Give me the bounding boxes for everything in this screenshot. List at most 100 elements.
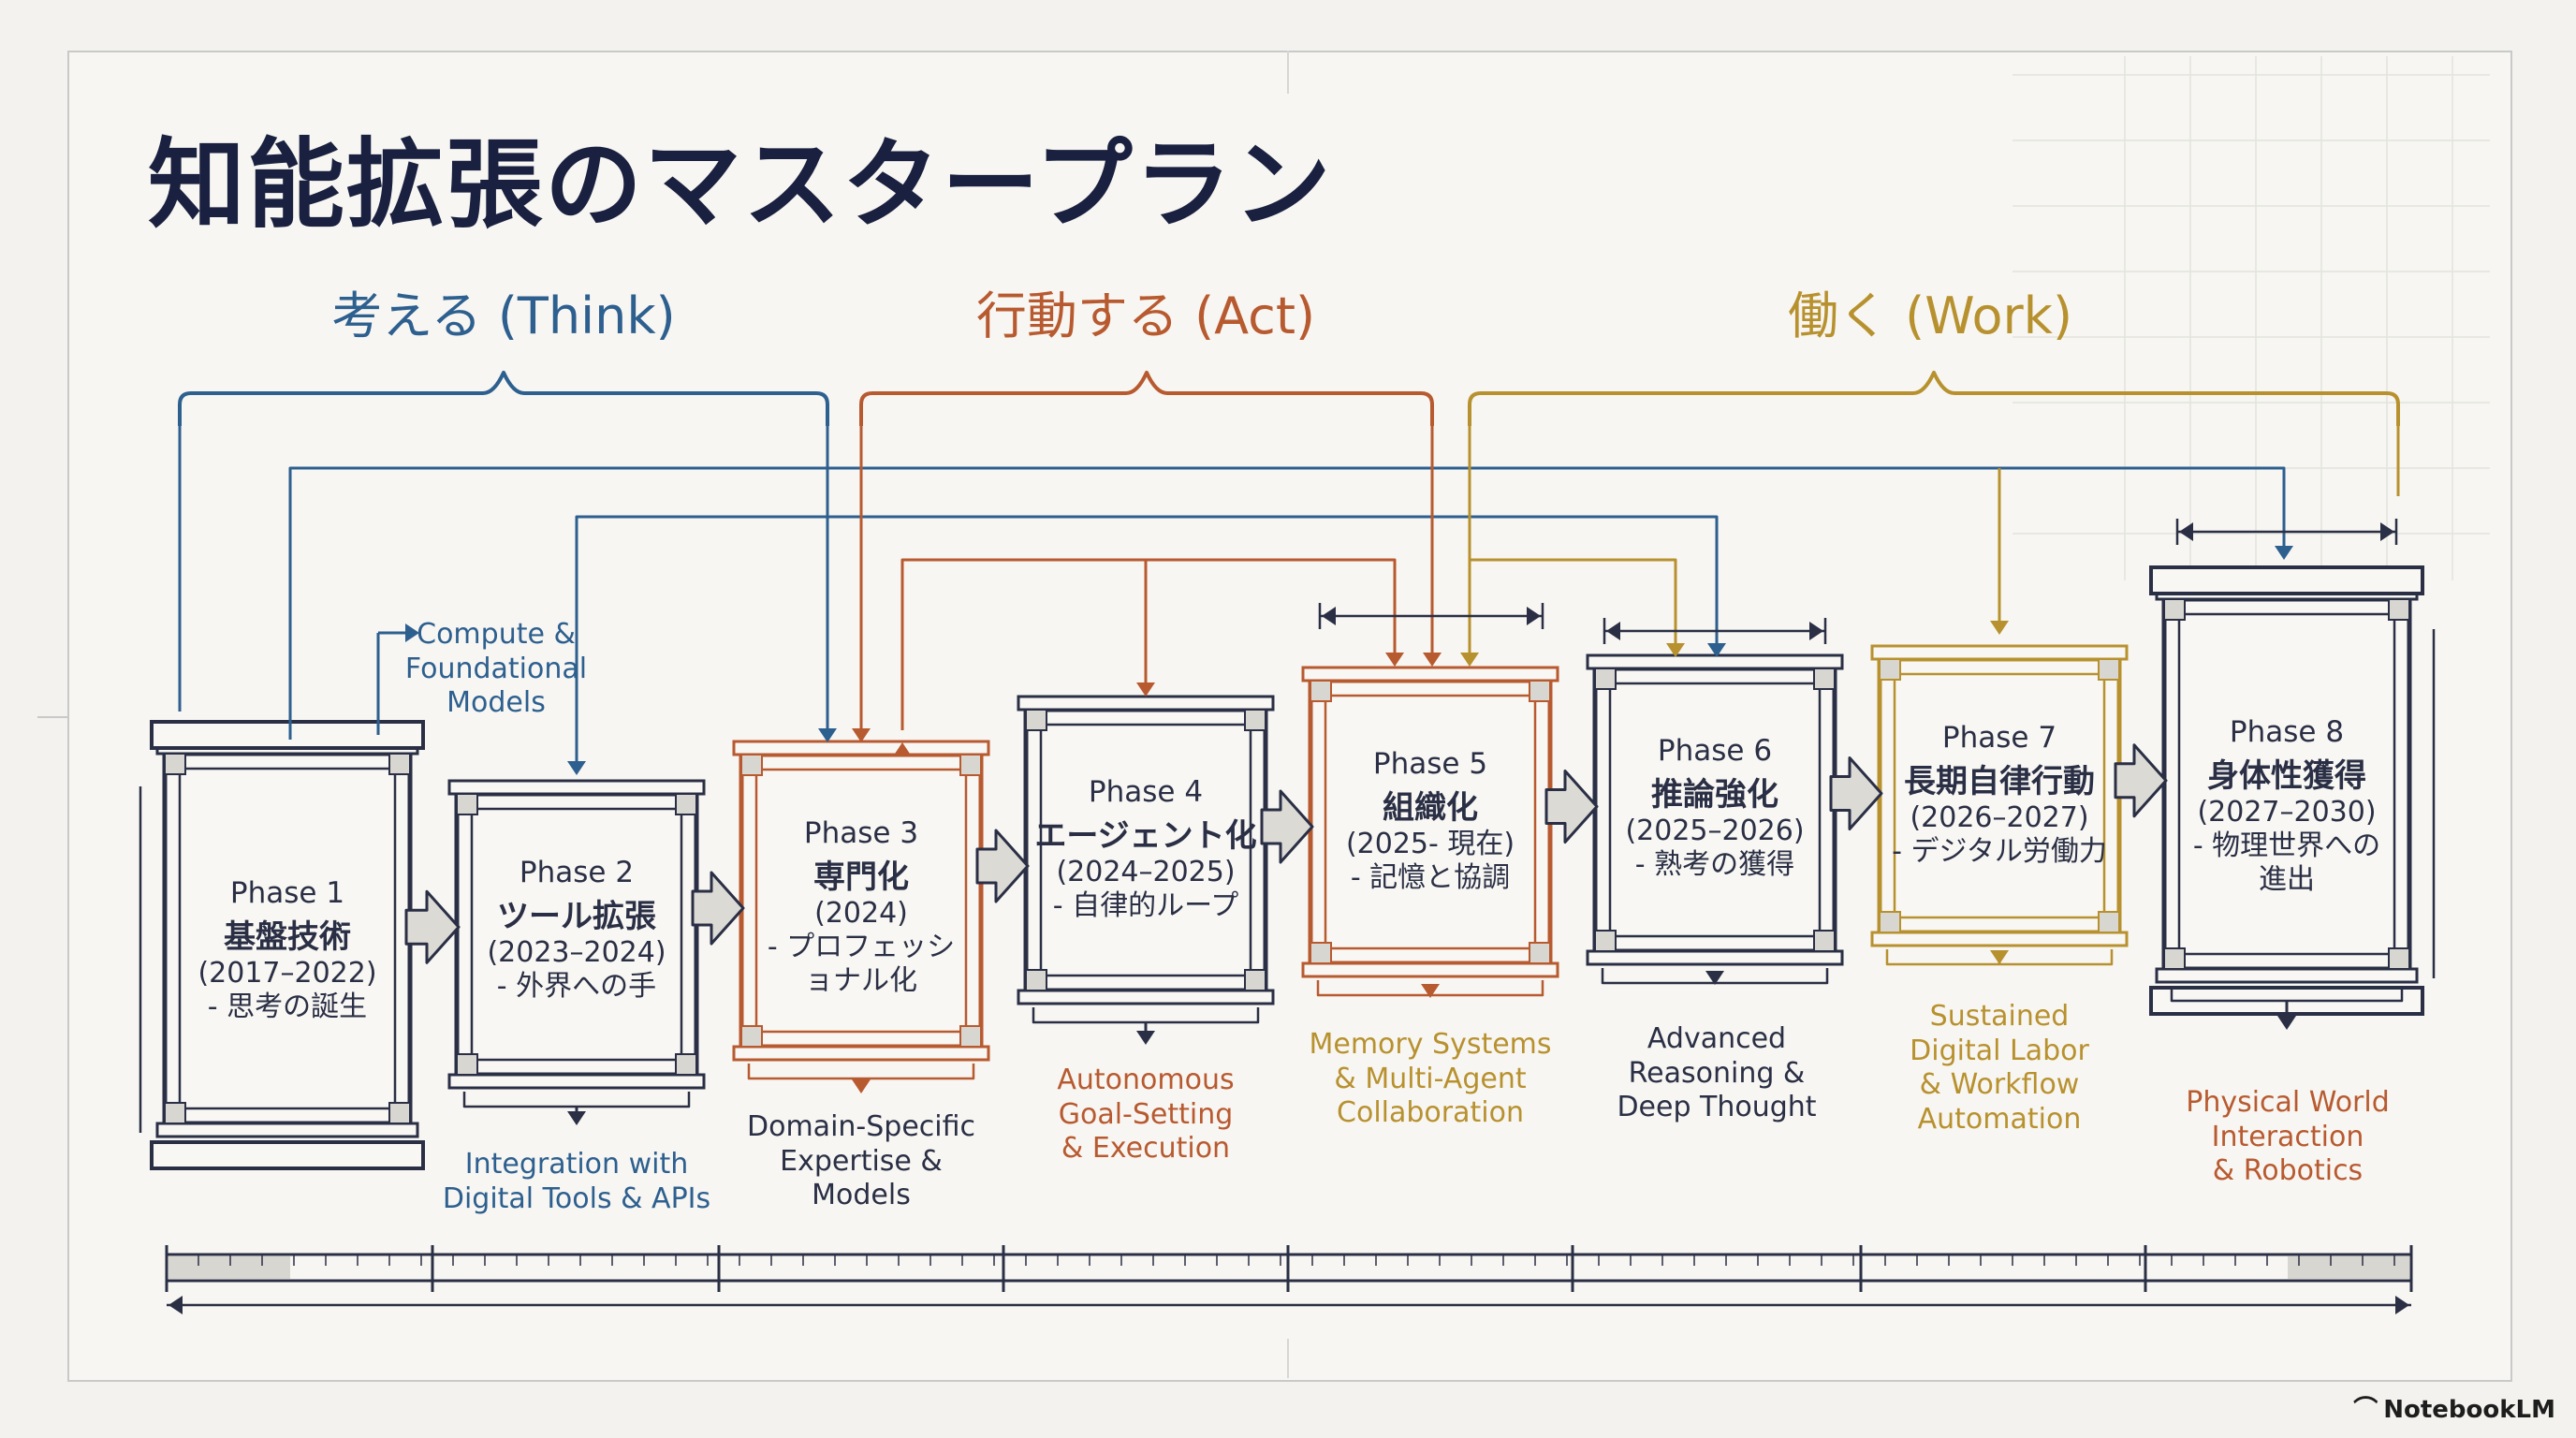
corner-block xyxy=(164,1102,186,1124)
phase-inner-box xyxy=(754,768,968,1034)
timeline-hatch xyxy=(2288,1256,2409,1279)
phase-name: 長期自律行動 xyxy=(1903,763,2095,801)
phase-name: ツール拡張 xyxy=(496,898,656,936)
phase-flow-arrow xyxy=(691,871,745,946)
phase-inner-box xyxy=(1324,694,1537,950)
phase-dates: (2023–2024) xyxy=(487,935,666,969)
corner-block xyxy=(388,753,411,775)
connector-arrowhead xyxy=(2277,1016,2296,1030)
dimension-arrow xyxy=(1527,607,1541,625)
phase-cap-top xyxy=(732,740,990,756)
phase-box xyxy=(1308,678,1553,966)
phase-cap-top xyxy=(1017,695,1275,712)
connector-arrowhead xyxy=(852,728,871,742)
group-bracket xyxy=(859,371,1434,426)
phase-frame xyxy=(1017,695,1275,1005)
phase-underside-bracket xyxy=(747,1064,975,1080)
timeline-arrow xyxy=(2395,1296,2409,1314)
phase-note: Autonomous Goal-Setting & Execution xyxy=(1057,1064,1235,1166)
phase-name: 身体性獲得 xyxy=(2207,757,2366,796)
phase-frame xyxy=(2149,565,2424,1016)
phase-description: - 外界への手 xyxy=(496,969,657,1003)
corner-block xyxy=(2098,911,2120,933)
connector-arrowhead xyxy=(818,728,837,742)
connector-arrowhead xyxy=(567,761,586,775)
phase-note: Compute & Foundational Models xyxy=(404,618,588,720)
phase-label: Phase 6 xyxy=(1657,734,1773,768)
connector-arrowhead xyxy=(1385,653,1404,667)
phase-capital xyxy=(150,720,425,750)
connector-arrowhead xyxy=(852,1079,871,1093)
phase-description: - 熟考の獲得 xyxy=(1634,847,1795,881)
phase-note: Integration with Digital Tools & APIs xyxy=(442,1148,711,1215)
corner-block xyxy=(164,753,186,775)
corner-block xyxy=(740,1025,763,1048)
phase-inner-box xyxy=(470,807,683,1062)
act-connector xyxy=(900,558,1397,730)
phase-underside-bracket xyxy=(462,1092,691,1108)
corner-block xyxy=(675,1053,697,1076)
corner-block xyxy=(740,754,763,776)
work-connector xyxy=(1470,558,1677,646)
phase-flow-arrow xyxy=(1544,770,1599,844)
phase-cap-top xyxy=(447,779,706,796)
connector-arrowhead xyxy=(1705,971,1724,985)
phase-dates: (2025–2026) xyxy=(1625,814,1805,847)
phase-frame xyxy=(732,740,990,1062)
phase-cap-top xyxy=(1870,644,2129,661)
corner-block xyxy=(2388,598,2410,621)
phase-inner-box xyxy=(178,767,397,1110)
brand-label: NotebookLM xyxy=(2383,1396,2555,1424)
connector-arrowhead xyxy=(893,742,912,756)
phase-cap-bottom xyxy=(1586,949,1844,966)
corner-block xyxy=(2098,658,2120,681)
phase-cap-bottom xyxy=(2155,967,2419,984)
dimension-arrow xyxy=(2380,522,2394,541)
group-bracket xyxy=(178,371,829,426)
phase-inner-box xyxy=(1893,672,2106,919)
phase-label: Phase 5 xyxy=(1372,747,1488,781)
phase-description: - 思考の誕生 xyxy=(207,990,368,1023)
phase-note: Physical World Interaction & Robotics xyxy=(2186,1086,2390,1188)
corner-block xyxy=(2388,947,2410,970)
think-connector xyxy=(288,466,2286,740)
phase-capital xyxy=(2149,565,2424,595)
phase-card-text: Phase 6 推論強化(2025–2026)- 熟考の獲得 xyxy=(1625,734,1804,882)
phase-box xyxy=(1023,707,1268,993)
phase-label: Phase 7 xyxy=(1941,721,2057,755)
phase-cap-top xyxy=(1586,653,1844,670)
corner-block xyxy=(1244,969,1266,991)
phase-label: Phase 1 xyxy=(229,876,345,910)
connector-arrowhead xyxy=(1423,653,1442,667)
phase-description: - 自律的ループ xyxy=(1052,888,1239,922)
connector-arrowhead xyxy=(1990,950,2009,964)
brand-watermark: ⌒NotebookLM xyxy=(2353,1390,2555,1425)
phase-frame xyxy=(1586,653,1844,966)
corner-block xyxy=(456,1053,478,1076)
phase-description: - 物理世界への 進出 xyxy=(2192,829,2381,896)
phase-name: 推論強化 xyxy=(1650,776,1778,814)
phase-frame xyxy=(1301,666,1559,978)
phase-dates: (2025- 現在) xyxy=(1345,827,1515,860)
corner-block xyxy=(1879,658,1901,681)
phase-cap-bottom xyxy=(155,1122,419,1138)
phase-cap-bottom xyxy=(1017,989,1275,1005)
phase-frame xyxy=(150,720,425,1170)
phase-name: 基盤技術 xyxy=(223,918,351,957)
phase-label: Phase 2 xyxy=(519,856,635,889)
connector-arrowhead xyxy=(1990,621,2009,635)
corner-block xyxy=(456,793,478,815)
corner-block xyxy=(959,1025,982,1048)
corner-block xyxy=(1310,680,1332,702)
connector-arrowhead xyxy=(2275,546,2293,560)
dimension-arrow xyxy=(1322,607,1336,625)
dimension-arrow xyxy=(2179,522,2193,541)
phase-dates: (2024) xyxy=(814,896,908,930)
phase-dates: (2017–2022) xyxy=(198,956,377,990)
phase-box xyxy=(739,752,984,1049)
phase-flow-arrow xyxy=(1829,756,1883,830)
